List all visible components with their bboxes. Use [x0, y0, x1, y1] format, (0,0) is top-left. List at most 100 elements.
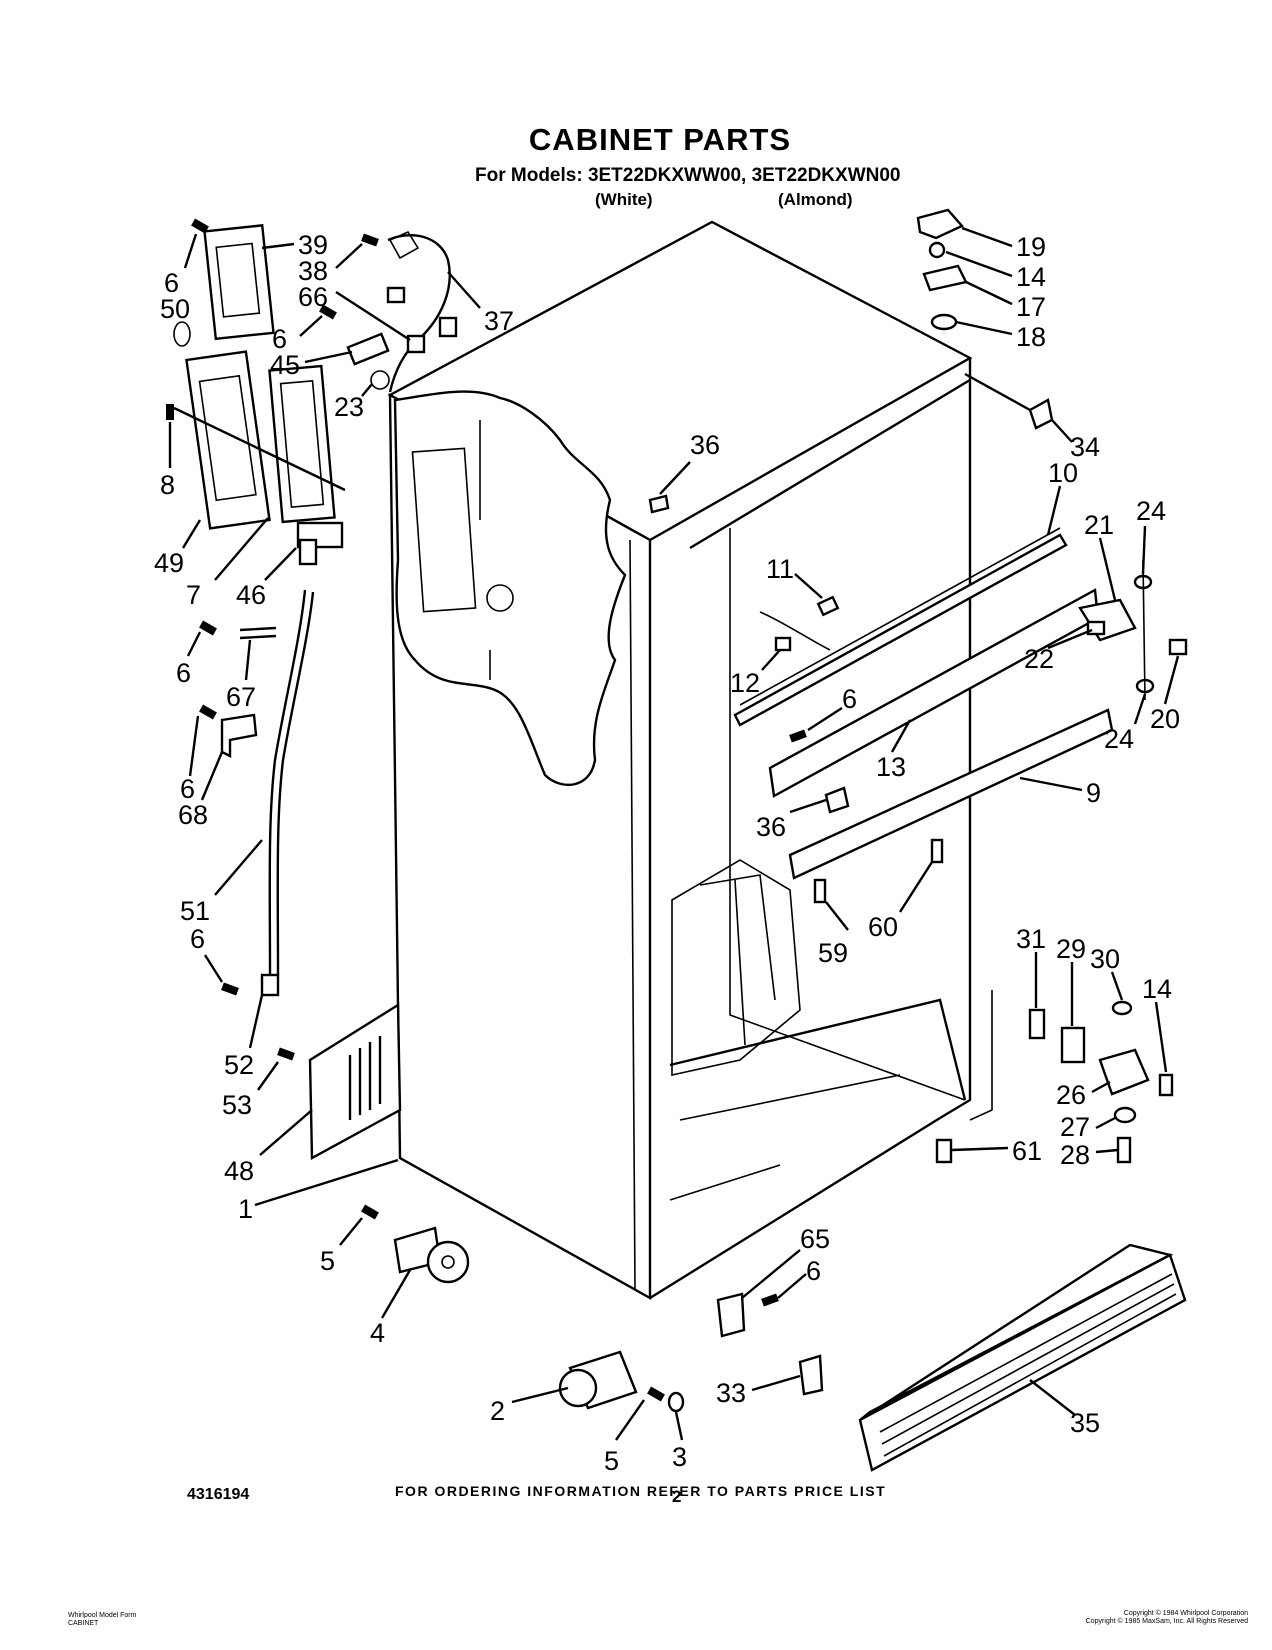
screw-14-lower — [1158, 1073, 1174, 1097]
callout-label: 5 — [604, 1446, 619, 1476]
callout-label: 66 — [298, 282, 328, 312]
rail-10-inner — [739, 527, 1061, 706]
grille-top-lip — [859, 1243, 1174, 1422]
callout-label: 17 — [1016, 292, 1046, 322]
leader-26 — [1091, 1080, 1111, 1094]
fine-print-line: Copyright © 1984 Whirlpool Corporation — [1123, 1610, 1248, 1617]
callout-label: 30 — [1090, 944, 1120, 974]
drain-trough-46 — [296, 521, 344, 549]
leader-22 — [1047, 628, 1093, 650]
collar-27 — [1113, 1106, 1137, 1124]
screw-28 — [1116, 1136, 1132, 1164]
callout-label: 6 — [176, 658, 191, 688]
bushing-22 — [1086, 620, 1106, 636]
screws — [166, 218, 807, 1402]
cabinet-corner-outline — [969, 990, 993, 1121]
leader-61 — [951, 1146, 1009, 1152]
roller-2-wheel — [558, 1368, 598, 1408]
leader-5-b — [615, 1399, 645, 1441]
callout-label: 22 — [1024, 644, 1054, 674]
fine-print-line: CABINET — [68, 1620, 99, 1627]
screw-6-d — [199, 704, 217, 720]
color-white-label: (White) — [595, 190, 653, 209]
callout-label: 65 — [800, 1224, 830, 1254]
callout-label: 11 — [766, 554, 794, 584]
callout-label: 6 — [164, 268, 179, 298]
gasket-7-inner — [279, 379, 325, 509]
leader-34-b — [964, 372, 1031, 412]
cabinet-top-inner-edge — [689, 378, 971, 550]
callout-label: 60 — [868, 912, 898, 942]
leader-9 — [1019, 776, 1083, 792]
leader-28 — [1095, 1148, 1119, 1154]
fine-print-left: Whirlpool Model Form CABINET — [68, 1612, 136, 1628]
floor-rail-1 — [669, 1164, 781, 1201]
callout-label: 9 — [1086, 778, 1101, 808]
hinge-17 — [922, 264, 968, 292]
leader-18 — [955, 320, 1013, 336]
compressor-hump — [671, 859, 801, 1076]
hinge-right-assembly — [1078, 559, 1188, 701]
callout-label: 27 — [1060, 1112, 1090, 1142]
leader-60 — [898, 861, 934, 913]
callout-label: 24 — [1136, 496, 1166, 526]
fine-print-right: Copyright © 1984 Whirlpool Corporation C… — [1040, 1610, 1248, 1626]
hinge-26 — [1098, 1048, 1150, 1096]
fine-print-line: Copyright © 1985 MaxSam, Inc. All Rights… — [1085, 1618, 1248, 1625]
grille-slot-2 — [881, 1283, 1175, 1445]
leader-6-b — [299, 315, 323, 337]
callout-label: 26 — [1056, 1080, 1086, 1110]
control-panel-assembly — [173, 224, 336, 530]
plug-36-mid — [824, 786, 850, 814]
bottom-components — [393, 1226, 824, 1413]
callout-label: 39 — [298, 230, 328, 260]
lower-hinge-assembly — [935, 990, 1174, 1164]
leader-30 — [1110, 971, 1124, 1001]
callout-label: 38 — [298, 256, 328, 286]
screw-53 — [277, 1047, 295, 1061]
screw-6-f — [761, 1293, 779, 1307]
screw-5-b — [647, 1386, 665, 1402]
callout-label: 45 — [270, 350, 300, 380]
hinge-plate-29 — [1060, 1026, 1086, 1064]
screw-8 — [166, 404, 174, 420]
callout-label: 59 — [818, 938, 848, 968]
leader-24-top — [1141, 525, 1147, 575]
screw-6-e — [221, 982, 239, 996]
hinge-cover-19 — [916, 208, 964, 240]
drain-tube-51-b — [276, 591, 315, 976]
grommet-23 — [370, 370, 390, 390]
leader-13 — [890, 719, 912, 753]
rail-13 — [768, 588, 1100, 798]
callout-label: 50 — [160, 294, 190, 324]
callout-label: 14 — [1016, 262, 1046, 292]
rear-panel-48 — [308, 1002, 402, 1160]
color-almond-label: (Almond) — [778, 190, 853, 209]
harness-connector-c — [406, 334, 426, 354]
leader-33 — [751, 1374, 801, 1392]
leader-52 — [248, 994, 264, 1049]
control-panel-49 — [185, 350, 271, 530]
document-number: 4316194 — [187, 1486, 250, 1503]
leader-37 — [447, 271, 481, 309]
leader-8-long — [173, 406, 346, 492]
leader-35 — [1029, 1379, 1076, 1416]
callout-label: 6 — [190, 924, 205, 954]
callout-label: 10 — [1048, 458, 1078, 488]
callout-label: 6 — [272, 324, 287, 354]
callout-label: 6 — [806, 1256, 821, 1286]
leader-14-top — [945, 250, 1013, 278]
callout-label: 4 — [370, 1318, 385, 1348]
callout-label: 23 — [334, 392, 364, 422]
grille-slot-1 — [879, 1273, 1173, 1433]
callout-label: 21 — [1084, 510, 1114, 540]
liner-cutaway — [393, 390, 627, 787]
screw-59 — [813, 878, 827, 904]
roller-4-wheel — [426, 1240, 470, 1284]
harness-37 — [387, 233, 451, 393]
compressor-hump-ridge — [699, 874, 776, 1046]
wire-11 — [759, 611, 831, 651]
callout-label: 8 — [160, 470, 175, 500]
callout-label: 36 — [756, 812, 786, 842]
